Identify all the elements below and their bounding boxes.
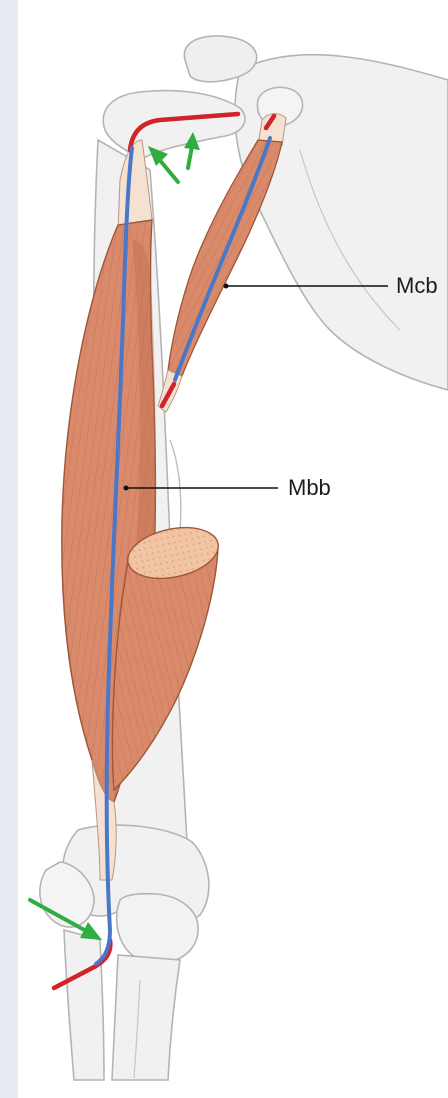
radius	[112, 955, 180, 1080]
ulna	[64, 930, 104, 1080]
green-arrow-icon	[148, 146, 178, 182]
blue-line-coracobrachialis	[175, 138, 270, 380]
label-text-mcb: Mcb	[396, 273, 438, 298]
label-text-mbb: Mbb	[288, 475, 331, 500]
humeral-head	[103, 91, 245, 160]
radial-head	[117, 894, 199, 964]
